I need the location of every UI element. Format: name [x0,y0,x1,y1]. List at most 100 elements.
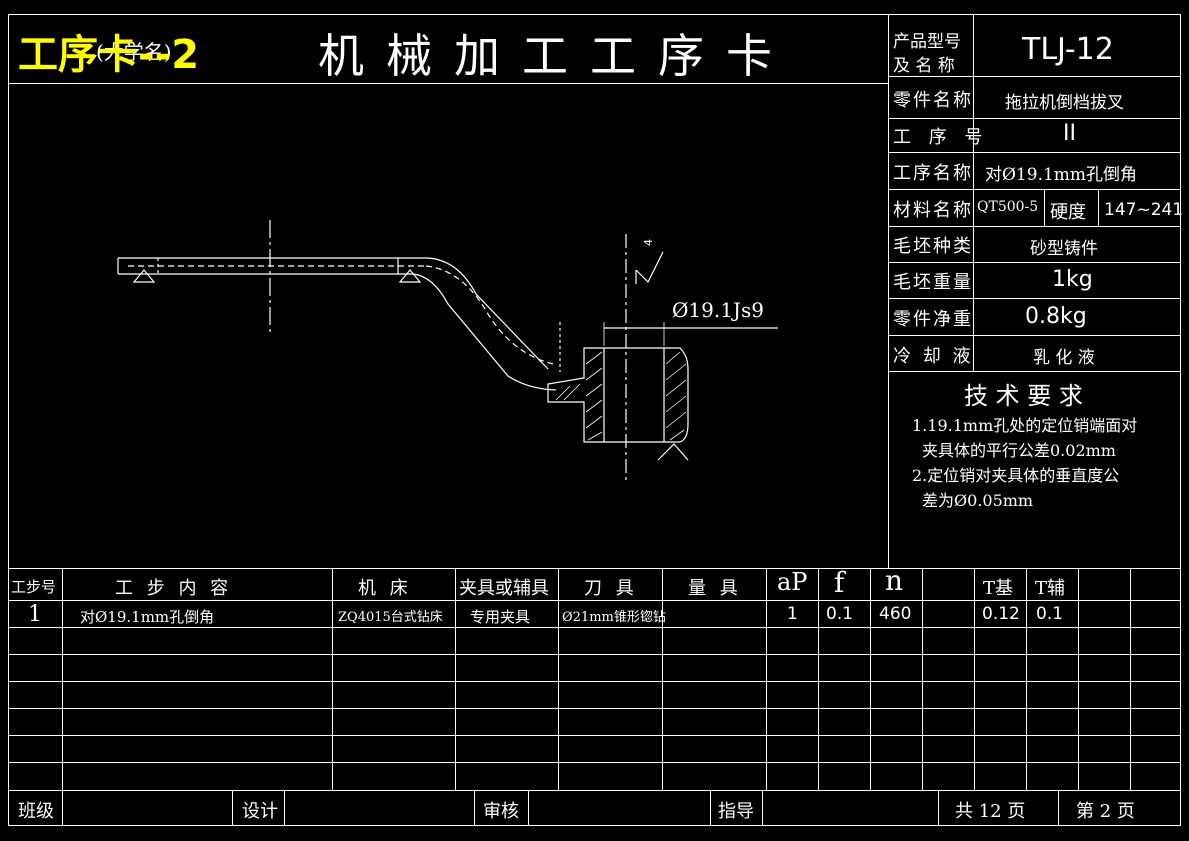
info-row-line [888,371,1181,372]
table-header-line [8,600,1181,601]
footer-divider [232,790,233,826]
col-header-fixture: 夹具或辅具 [459,578,549,599]
hole-dimension: Ø19.1Js9 [672,298,764,322]
step-speed: 460 [879,604,912,624]
coolant-value: 乳 化 液 [1033,348,1095,368]
step-number: 1 [28,602,42,627]
info-row-line [888,189,1181,190]
col-header-ap: aP [777,568,808,596]
review-label: 审核 [483,801,519,822]
col-header-step-no: 工步号 [11,578,57,596]
card-watermark: 工序卡--2 [18,32,200,78]
blank-weight-label: 毛坯重量 [893,272,973,293]
col-header-t-base: T基 [983,578,1014,599]
col-line [662,568,663,790]
model-cell-divider [973,14,974,76]
design-label: 设计 [242,801,278,822]
footer-divider [938,790,939,826]
class-label: 班级 [18,801,54,822]
hardness-value: 147~241 [1104,200,1184,220]
col-line [332,568,333,790]
coolant-label: 冷 却 液 [893,346,974,367]
info-row-line [888,118,1181,119]
info-row-line [888,262,1181,263]
op-name-value: 对Ø19.1mm孔倒角 [985,165,1138,185]
blank-weight-value: 1kg [1052,267,1093,292]
hardness-label: 硬度 [1050,202,1086,223]
col-header-machine: 机 床 [358,578,412,599]
net-weight-label: 零件净重 [893,309,973,330]
requirement-line: 夹具体的平行公差0.02mm [922,441,1116,460]
step-content: 对Ø19.1mm孔倒角 [80,608,215,626]
table-row-line [8,735,1181,736]
part-drawing: Ø19.1Js9 4 [117,220,778,482]
col-line [766,568,767,790]
col-line [1130,568,1131,790]
school-name: (大学名) [96,40,172,64]
op-no-label: 工 序 号 [893,127,989,148]
info-row-line [888,298,1181,299]
model-label-1: 产品型号 [893,32,961,52]
info-row-line [888,152,1181,153]
step-fixture: 专用夹具 [470,608,531,626]
total-pages: 共 12 页 [955,801,1026,822]
info-row-line [888,226,1181,227]
col-line [455,568,456,790]
material-label: 材料名称 [893,200,973,221]
model-label-2: 及 名 称 [893,56,955,76]
table-row-line [8,681,1181,682]
material-value: QT500-5 [977,199,1039,215]
footer-divider [474,790,475,826]
hardness-divider-1 [1044,189,1045,226]
col-header-tool: 刀 具 [584,578,638,599]
col-header-gauge: 量 具 [688,578,742,599]
footer-divider [284,790,285,826]
step-t-base: 0.12 [982,604,1020,624]
table-top-line [8,568,1181,569]
page-number: 第 2 页 [1076,801,1135,822]
table-row-line [8,708,1181,709]
info-row-line [888,76,1181,77]
part-name-value: 拖拉机倒档拔叉 [1005,93,1124,113]
col-line [1026,568,1027,790]
op-no-value: II [1063,121,1076,146]
requirements-title: 技 术 要 求 [964,382,1083,410]
card-frame [8,14,1181,826]
footer-divider [528,790,529,826]
requirement-line: 差为Ø0.05mm [922,491,1034,510]
col-line [1078,568,1079,790]
col-header-f: f [834,566,845,599]
info-row-line [888,335,1181,336]
header-divider [8,83,888,84]
col-line [558,568,559,790]
step-t-aux: 0.1 [1036,604,1064,624]
info-column-divider [888,14,889,568]
footer-divider [62,790,63,826]
model-value: TLJ-12 [1022,32,1114,67]
col-line [818,568,819,790]
table-row-line [8,762,1181,763]
blank-type-value: 砂型铸件 [1030,239,1098,259]
info-label-divider [973,76,974,371]
step-machine: ZQ4015台式钻床 [338,610,443,625]
requirement-line: 1.19.1mm孔处的定位销端面对 [912,416,1138,435]
col-line [62,568,63,790]
guide-label: 指导 [718,801,754,822]
roughness-value: 4 [642,239,655,246]
table-row-line [8,627,1181,628]
col-line [922,568,923,790]
part-name-label: 零件名称 [893,90,973,111]
col-line [870,568,871,790]
col-header-t-aux: T辅 [1035,578,1066,599]
requirement-line: 2.定位销对夹具体的垂直度公 [912,466,1120,485]
col-header-step-content: 工 步 内 容 [115,578,233,599]
table-row-line [8,654,1181,655]
step-feed: 0.1 [826,604,854,624]
step-ap: 1 [787,604,798,624]
col-line [974,568,975,790]
hardness-divider-2 [1098,189,1099,226]
footer-divider [762,790,763,826]
col-header-n: n [885,564,904,597]
footer-divider [1058,790,1059,826]
footer-top-line [8,790,1181,791]
